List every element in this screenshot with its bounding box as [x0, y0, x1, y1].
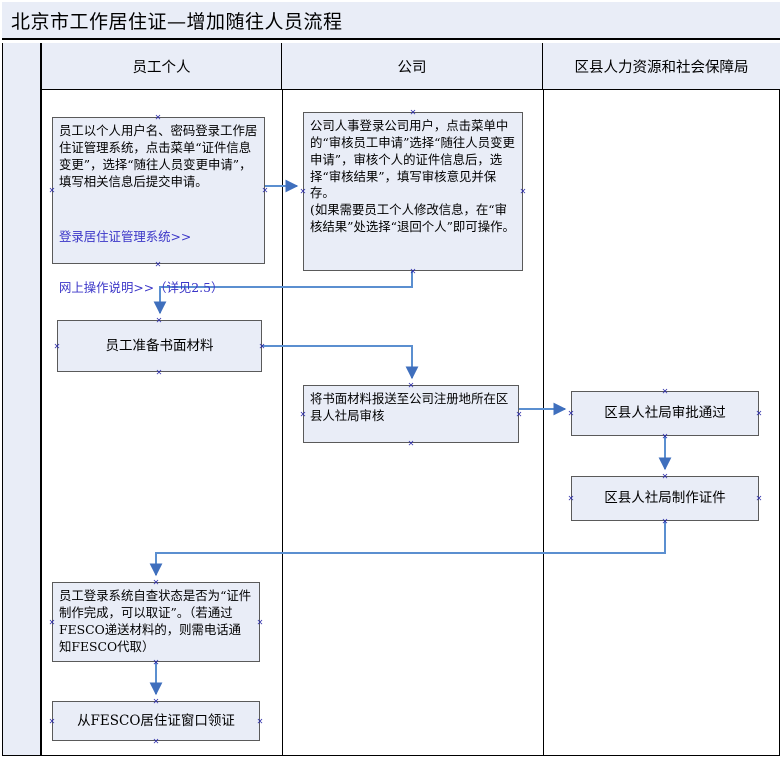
handle-mark — [662, 388, 669, 395]
handle-mark — [262, 187, 269, 194]
handle-mark — [54, 343, 61, 350]
lane-header-company: 公司 — [282, 43, 543, 90]
lane-divider-1 — [282, 90, 283, 756]
handle-mark — [516, 411, 523, 418]
handle-mark — [155, 261, 162, 268]
handle-mark — [410, 268, 417, 275]
handle-mark — [153, 738, 160, 745]
handle-mark — [756, 410, 763, 417]
page-title: 北京市工作居住证—增加随往人员流程 — [11, 10, 343, 33]
node-bureau-make-cert-text: 区县人社局制作证件 — [604, 490, 726, 507]
handle-mark — [300, 411, 307, 418]
handle-mark — [410, 109, 417, 116]
node-collect-cert-text: 从FESCO居住证窗口领证 — [77, 712, 235, 729]
handle-mark — [662, 518, 669, 525]
node-prepare-docs[interactable]: 员工准备书面材料 — [57, 320, 262, 372]
handle-mark — [153, 698, 160, 705]
node-company-review-text: 公司人事登录公司用户，点击菜单中的“审核员工申请”选择“随往人员变更申请”，审核… — [310, 118, 515, 235]
handle-mark — [408, 440, 415, 447]
lane-divider-2 — [543, 90, 544, 756]
handle-mark — [662, 433, 669, 440]
handle-mark — [300, 188, 307, 195]
lane-header-employee-label: 员工个人 — [132, 59, 191, 76]
lane-header-employee: 员工个人 — [42, 43, 282, 90]
edge-prepare-to-submit — [262, 345, 419, 380]
node-collect-cert[interactable]: 从FESCO居住证窗口领证 — [52, 701, 260, 741]
handle-mark — [49, 718, 56, 725]
edge-makecert-to-selfcheck — [149, 521, 666, 577]
page-title-bar: 北京市工作居住证—增加随往人员流程 — [2, 2, 780, 40]
handle-mark — [153, 659, 160, 666]
node-bureau-make-cert[interactable]: 区县人社局制作证件 — [571, 476, 759, 521]
handle-mark — [756, 495, 763, 502]
handle-mark — [520, 188, 527, 195]
handle-mark — [568, 410, 575, 417]
node-company-review[interactable]: 公司人事登录公司用户，点击菜单中的“审核员工申请”选择“随往人员变更申请”，审核… — [303, 112, 523, 271]
link-online-guide[interactable]: 网上操作说明>>（详见2.5） — [59, 279, 224, 295]
node-bureau-approve-text: 区县人社局审批通过 — [604, 405, 726, 422]
handle-mark — [568, 495, 575, 502]
handle-mark — [156, 369, 163, 376]
node-self-check-text: 员工登录系统自查状态是否为“证件制作完成，可以取证”。（若通过FESCO递送材料… — [59, 588, 252, 654]
node-employee-login[interactable]: 员工以个人用户名、密码登录工作居住证管理系统，点击菜单“证件信息变更”，选择“随… — [52, 117, 265, 295]
handle-mark — [662, 473, 669, 480]
handle-mark — [257, 619, 264, 626]
lane-header-bureau-label: 区县人力资源和社会保障局 — [574, 59, 749, 76]
lane-left-strip — [2, 43, 42, 756]
lane-header-company-label: 公司 — [397, 59, 427, 76]
handle-mark — [408, 382, 415, 389]
lane-header-bureau: 区县人力资源和社会保障局 — [543, 43, 780, 90]
handle-mark — [49, 619, 56, 626]
node-self-check[interactable]: 员工登录系统自查状态是否为“证件制作完成，可以取证”。（若通过FESCO递送材料… — [52, 582, 260, 662]
node-prepare-docs-text: 员工准备书面材料 — [105, 337, 214, 354]
node-employee-login-text: 员工以个人用户名、密码登录工作居住证管理系统，点击菜单“证件信息变更”，选择“随… — [59, 123, 258, 189]
node-submit-docs-text: 将书面材料报送至公司注册地所在区县人社局审核 — [310, 391, 509, 423]
handle-mark — [156, 317, 163, 324]
handle-mark — [49, 187, 56, 194]
link-login-system[interactable]: 登录居住证管理系统>> — [59, 229, 192, 245]
node-bureau-approve[interactable]: 区县人社局审批通过 — [571, 391, 759, 436]
node-submit-docs[interactable]: 将书面材料报送至公司注册地所在区县人社局审核 — [303, 385, 519, 443]
handle-mark — [155, 114, 162, 121]
handle-mark — [153, 579, 160, 586]
handle-mark — [257, 718, 264, 725]
handle-mark — [259, 343, 266, 350]
